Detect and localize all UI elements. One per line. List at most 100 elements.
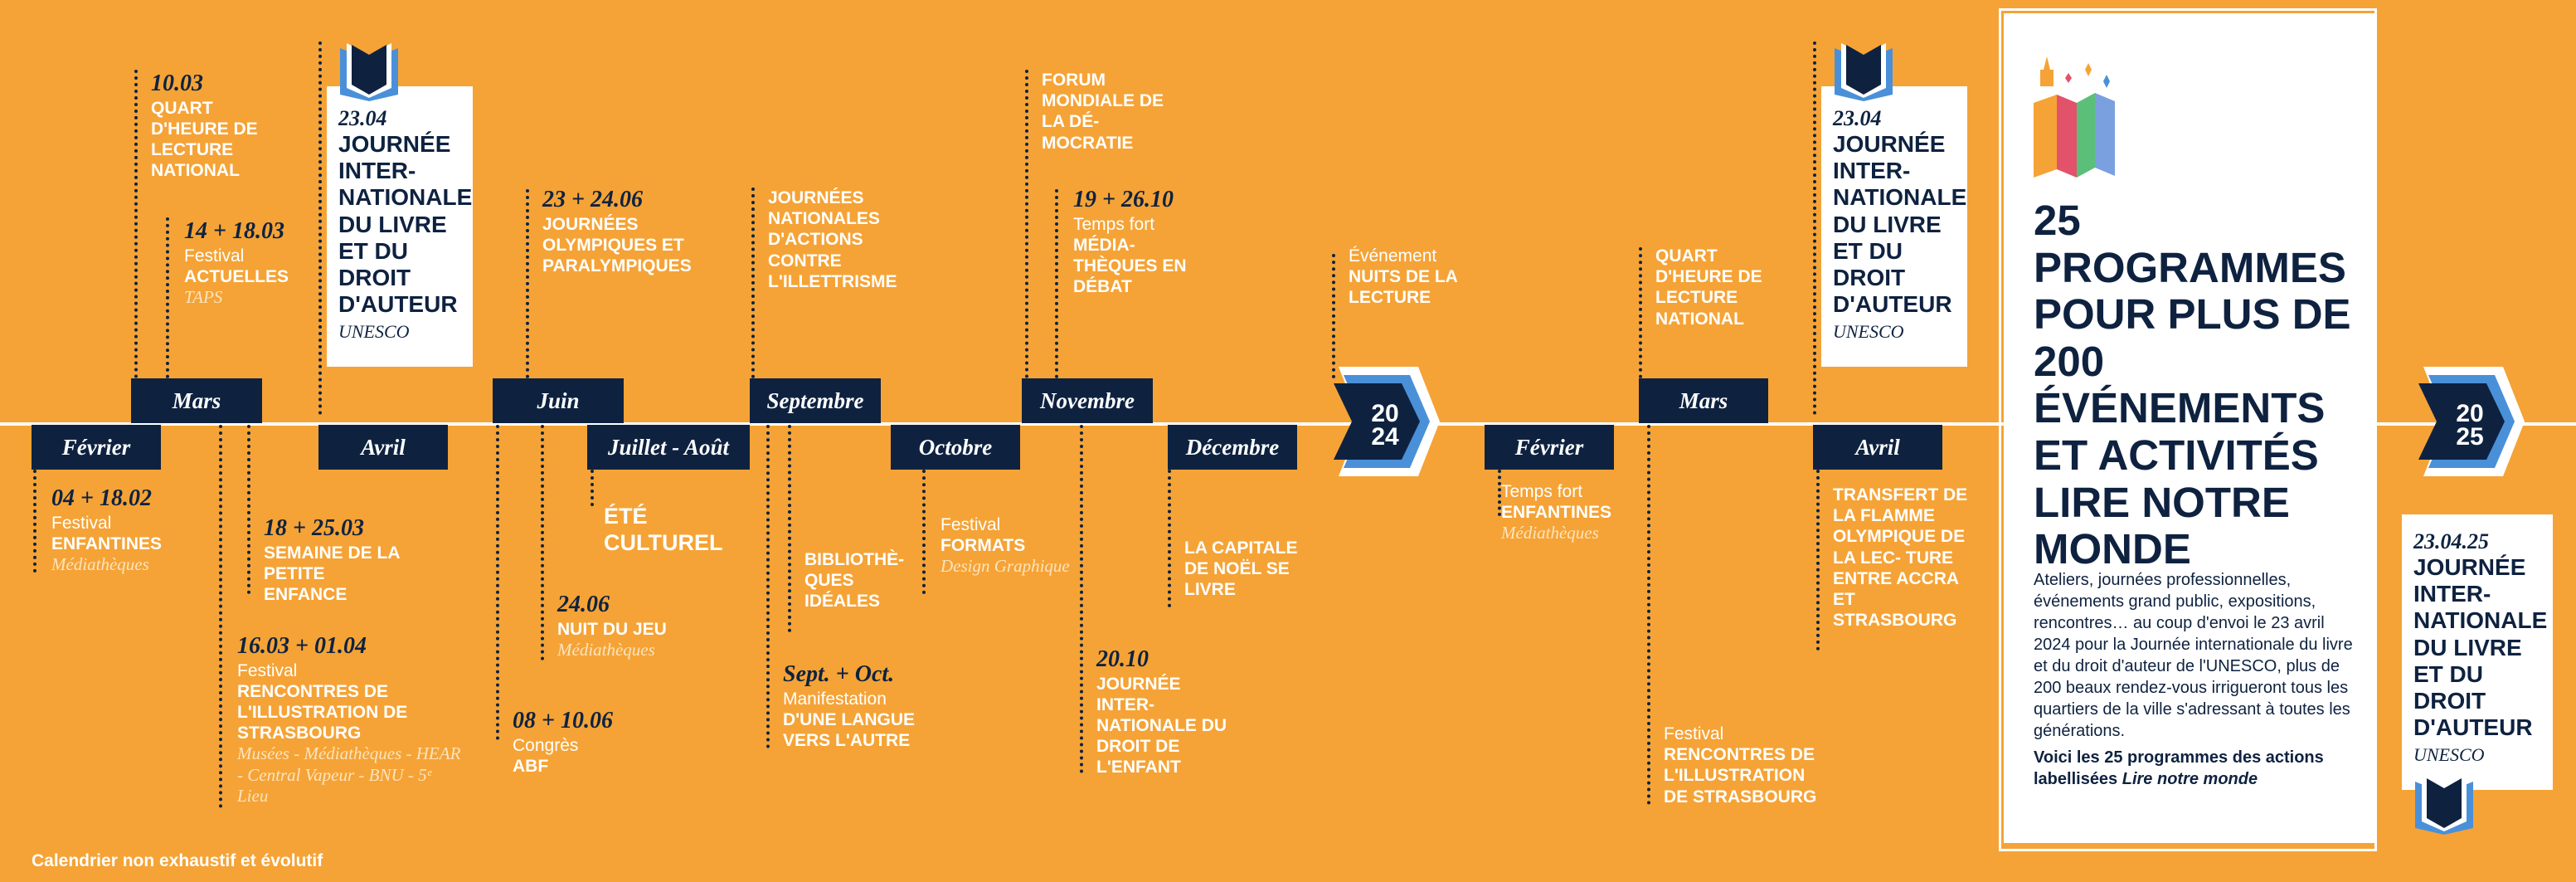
connector	[33, 470, 36, 573]
event-title: RENCONTRES DE L'ILLUSTRATION DE STRASBOU…	[237, 681, 408, 743]
event-title: TRANSFERT DE LA FLAMME OLYMPIQUE DE LA L…	[1833, 485, 1968, 631]
event-title: NUITS DE LA LECTURE	[1349, 267, 1458, 308]
month-juin: Juin	[493, 378, 624, 423]
connector	[1080, 425, 1083, 773]
connector	[766, 425, 770, 748]
month-avril-2025: Avril	[1813, 425, 1942, 470]
event-tag: Congrès	[513, 735, 579, 755]
event-nuit-du-jeu: 24.06 NUIT DU JEU Médiathèques	[557, 591, 723, 660]
month-mars-2025: Mars	[1639, 378, 1768, 423]
event-title: JOURNÉES OLYMPIQUES ET PARALYMPIQUES	[542, 214, 692, 275]
event-tag: Événement	[1349, 246, 1437, 266]
connector	[496, 425, 499, 740]
event-title: FORMATS	[940, 536, 1026, 556]
event-forum-democratie: FORUM MONDIALE DE LA DÉ- MOCRATIE	[1042, 70, 1166, 153]
event-rencontres-illustration-2025: Festival RENCONTRES DE L'ILLUSTRATION DE…	[1664, 724, 1830, 807]
event-formats: Festival FORMATS Design Graphique	[940, 514, 1081, 577]
year-2024-arrow-icon	[1334, 367, 1440, 476]
year-2025-arrow-icon	[2418, 367, 2525, 476]
month-novembre: Novembre	[1022, 378, 1153, 423]
card-date: 23.04.25	[2413, 529, 2489, 553]
event-date: 10.03	[151, 71, 203, 96]
panel-footer-prefix: Voici les 25 programmes des actions labe…	[2034, 748, 2324, 788]
event-droit-enfant: 20.10 JOURNÉE INTER- NATIONALE DU DROIT …	[1096, 646, 1237, 778]
event-sub: Design Graphique	[940, 556, 1070, 577]
panel-body: Ateliers, journées professionnelles, évé…	[2034, 571, 2353, 740]
lire-notre-monde-logo	[2034, 56, 2115, 178]
event-date: 14 + 18.03	[184, 218, 284, 244]
card-title: JOURNÉE INTER- NATIONALE DU LIVRE ET DU …	[2413, 554, 2548, 741]
event-title: ÉTÉ CULTUREL	[604, 504, 723, 556]
event-date: 16.03 + 01.04	[237, 633, 367, 659]
event-sub: Médiathèques	[557, 639, 655, 660]
event-date: 24.06	[557, 592, 610, 617]
panel-footer-emphasis: Lire notre monde	[2122, 770, 2258, 788]
event-title: ABF	[513, 756, 549, 776]
connector	[1168, 470, 1171, 607]
event-date: 04 + 18.02	[51, 485, 152, 511]
card-sub: UNESCO	[1833, 321, 1904, 343]
connector	[1332, 254, 1335, 378]
event-illettrisme: JOURNÉES NATIONALES D'ACTIONS CONTRE L'I…	[768, 188, 909, 292]
connector	[1055, 189, 1058, 378]
event-bibliotheques-ideales: BIBLIOTHÈ- QUES IDÉALES	[804, 549, 929, 612]
year-2024-bottom: 24	[1371, 423, 1399, 451]
event-journees-olympiques: 23 + 24.06 JOURNÉES OLYMPIQUES ET PARALY…	[542, 186, 708, 276]
event-capitale-noel: LA CAPITALE DE NOËL SE LIVRE	[1184, 538, 1325, 601]
event-tag: Festival	[184, 246, 245, 266]
event-title: RENCONTRES DE L'ILLUSTRATION DE STRASBOU…	[1664, 745, 1817, 806]
event-tag: Temps fort	[1501, 482, 1583, 501]
event-title: NUIT DU JEU	[557, 619, 667, 639]
connector	[526, 189, 529, 378]
event-actuelles: 14 + 18.03 Festival ACTUELLES TAPS	[184, 217, 325, 308]
footer-note: Calendrier non exhaustif et évolutif	[32, 851, 323, 870]
connector	[1498, 470, 1501, 516]
month-juillet-aout: Juillet - Août	[587, 425, 750, 470]
book-icon	[340, 43, 398, 101]
card-journee-livre-230425: 23.04.25 JOURNÉE INTER- NATIONALE DU LIV…	[2402, 514, 2553, 790]
event-title: MÉDIA- THÈQUES EN DÉBAT	[1073, 235, 1187, 297]
panel-title: 25 PROGRAMMES POUR PLUS DE 200 ÉVÉNEMENT…	[2034, 197, 2351, 573]
card-title: JOURNÉE INTER- NATIONALE DU LIVRE ET DU …	[338, 131, 473, 318]
event-tag: Temps fort	[1073, 214, 1155, 234]
event-quart-heure-2025: QUART D'HEURE DE LECTURE NATIONAL	[1655, 246, 1796, 329]
card-title: JOURNÉE INTER- NATIONALE DU LIVRE ET DU …	[1833, 131, 1967, 318]
month-avril-2024: Avril	[318, 425, 448, 470]
month-mars-2024: Mars	[131, 378, 262, 423]
event-flamme-olympique: TRANSFERT DE LA FLAMME OLYMPIQUE DE LA L…	[1833, 485, 1974, 631]
month-fevrier-2024: Février	[32, 425, 161, 470]
event-title: BIBLIOTHÈ- QUES IDÉALES	[804, 550, 905, 612]
event-tag: Festival	[1664, 724, 1724, 743]
event-title: ENFANTINES	[51, 534, 163, 553]
book-icon	[2415, 777, 2473, 835]
event-tag: Manifestation	[783, 689, 887, 709]
event-tag: Festival	[940, 515, 1001, 534]
connector	[1025, 70, 1028, 378]
event-semaine-petite-enfance: 18 + 25.03 SEMAINE DE LA PETITE ENFANCE	[264, 514, 405, 605]
event-title: FORUM MONDIALE DE LA DÉ- MOCRATIE	[1042, 71, 1164, 153]
event-title: ENFANTINES	[1501, 503, 1612, 523]
card-journee-livre-2024: 23.04 JOURNÉE INTER- NATIONALE DU LIVRE …	[327, 86, 473, 367]
panel-frame	[1999, 8, 2377, 851]
event-tag: Festival	[237, 660, 298, 680]
book-icon	[1835, 43, 1893, 101]
connector	[1813, 41, 1816, 415]
event-dune-langue: Sept. + Oct. Manifestation D'UNE LANGUE …	[783, 660, 949, 751]
month-fevrier-2025: Février	[1485, 425, 1614, 470]
event-date: 20.10	[1096, 646, 1149, 672]
connector	[1816, 470, 1820, 651]
event-title: LA CAPITALE DE NOËL SE LIVRE	[1184, 538, 1298, 600]
event-date: 23 + 24.06	[542, 187, 643, 212]
event-rencontres-illustration-2024: 16.03 + 01.04 Festival RENCONTRES DE L'I…	[237, 632, 461, 806]
year-2025-bottom: 25	[2456, 423, 2484, 451]
event-date: Sept. + Oct.	[783, 661, 895, 687]
event-title: JOURNÉES NATIONALES D'ACTIONS CONTRE L'I…	[768, 188, 897, 291]
connector	[247, 425, 250, 594]
month-octobre: Octobre	[891, 425, 1020, 470]
connector	[1639, 247, 1642, 378]
month-decembre: Décembre	[1168, 425, 1297, 470]
connector	[788, 425, 791, 632]
event-title: QUART D'HEURE DE LECTURE NATIONAL	[1655, 246, 1762, 329]
connector	[134, 70, 138, 378]
event-tag: Festival	[51, 513, 112, 533]
